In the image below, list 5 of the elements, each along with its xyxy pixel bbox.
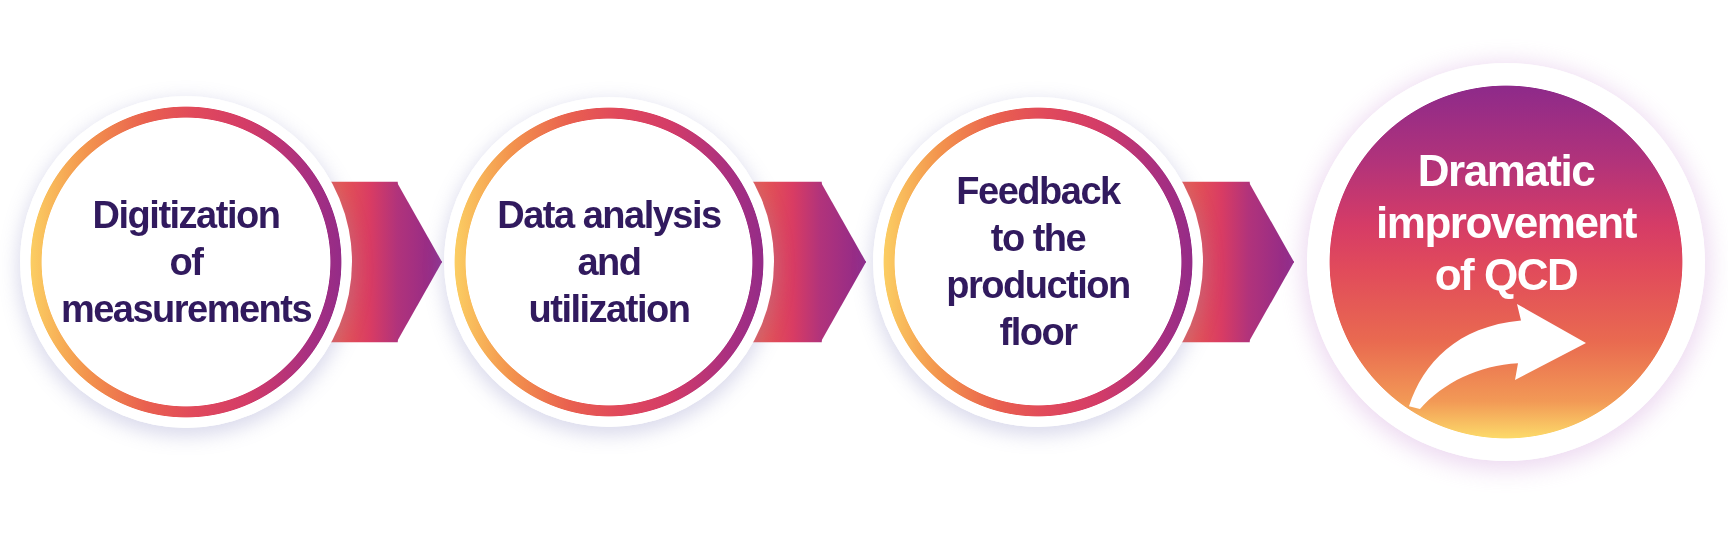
result-label: Dramatic improvement of QCD bbox=[1376, 145, 1636, 301]
step-label: Data analysis and utilization bbox=[497, 192, 721, 332]
step-label: Digitization of measurements bbox=[60, 192, 312, 332]
chevron-arrow bbox=[329, 181, 443, 343]
step-label: Feedback to the production floor bbox=[946, 169, 1130, 355]
